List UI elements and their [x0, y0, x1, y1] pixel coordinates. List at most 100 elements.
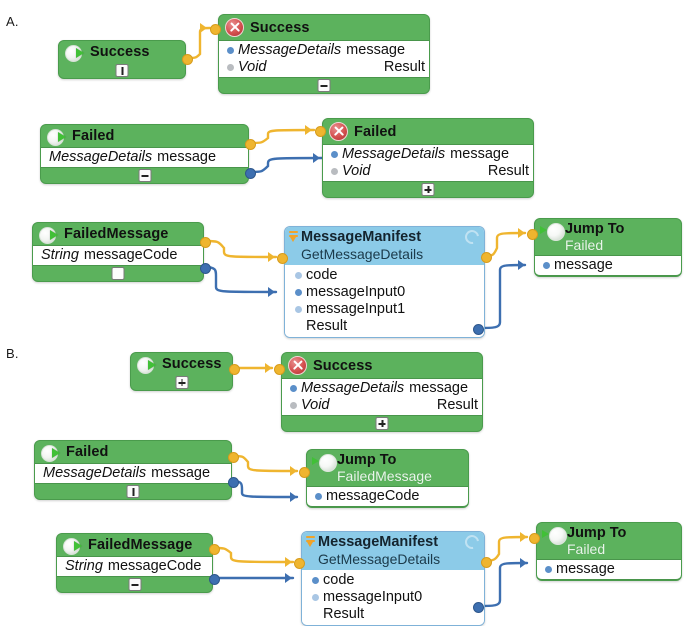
end-event-icon: [329, 122, 348, 141]
node-failed-start-b[interactable]: Failed MessageDetails message: [34, 440, 232, 500]
param-row[interactable]: MessageDetails message: [227, 42, 425, 59]
data-input-arrow: [518, 260, 525, 270]
param-row[interactable]: MessageDetails message: [49, 149, 244, 166]
param-row[interactable]: String messageCode: [41, 247, 199, 264]
data-input-port[interactable]: [331, 151, 338, 158]
param-row[interactable]: Result: [312, 606, 480, 623]
param-row[interactable]: Void Result: [227, 59, 425, 76]
exec-input-port[interactable]: [315, 126, 326, 137]
node-jumpto-failedmessage-b[interactable]: Jump To FailedMessage messageCode: [306, 449, 469, 508]
node-jumpto-failed-b[interactable]: Jump To Failed message: [536, 522, 682, 581]
param-row[interactable]: MessageDetails message: [43, 465, 227, 482]
node-body: messageCode: [307, 486, 468, 507]
exec-output-port[interactable]: [209, 544, 220, 555]
exec-output-port[interactable]: [229, 364, 240, 375]
data-input-port[interactable]: [290, 402, 297, 409]
exec-input-arrow: [290, 466, 297, 476]
node-title: FailedMessage: [64, 226, 169, 242]
exec-output-port[interactable]: [481, 557, 492, 568]
collapse-toggle-button[interactable]: [111, 267, 125, 280]
exec-output-port[interactable]: [245, 139, 256, 150]
exec-output-port[interactable]: [481, 252, 492, 263]
param-row[interactable]: message: [543, 257, 677, 274]
param-row[interactable]: Result: [295, 318, 480, 335]
param-row[interactable]: messageCode: [315, 488, 464, 505]
data-output-port[interactable]: [228, 477, 239, 488]
data-input-port[interactable]: [290, 385, 297, 392]
exec-input-port[interactable]: [210, 24, 221, 35]
data-input-port[interactable]: [543, 262, 550, 269]
node-failedmessage-start-a[interactable]: FailedMessage String messageCode: [32, 222, 204, 282]
collapse-toggle-button[interactable]: [138, 169, 151, 182]
param-row[interactable]: code: [295, 267, 480, 284]
param-name: messageInput0: [323, 589, 423, 605]
node-body: MessageDetails message: [35, 463, 231, 484]
param-row[interactable]: MessageDetails message: [290, 380, 478, 397]
data-input-port[interactable]: [295, 272, 302, 279]
expand-toggle-button[interactable]: [175, 376, 188, 389]
exec-input-port[interactable]: [274, 364, 285, 375]
node-title: Success: [90, 44, 150, 60]
exec-input-port[interactable]: [294, 558, 305, 569]
node-success-start-a[interactable]: Success: [58, 40, 186, 79]
expand-toggle-button[interactable]: [375, 417, 389, 430]
node-header: MessageManifest GetMessageDetails: [285, 227, 484, 265]
param-row[interactable]: messageInput0: [295, 284, 480, 301]
node-title: Failed: [72, 128, 115, 144]
data-input-port[interactable]: [331, 168, 338, 175]
exec-output-port[interactable]: [200, 237, 211, 248]
node-title: Failed: [354, 123, 397, 140]
collapse-toggle-button[interactable]: [317, 79, 331, 92]
node-success-end-a[interactable]: Success MessageDetails message Void Resu…: [218, 14, 430, 94]
node-jumpto-failed-a[interactable]: Jump To Failed message: [534, 218, 682, 277]
exec-input-port[interactable]: [277, 253, 288, 264]
param-type: MessageDetails: [301, 380, 405, 396]
node-messagemanifest-a[interactable]: MessageManifest GetMessageDetails code m…: [284, 226, 485, 338]
data-input-port[interactable]: [227, 47, 234, 54]
node-failed-end-a[interactable]: Failed MessageDetails message Void Resul…: [322, 118, 534, 198]
collapse-toggle-button[interactable]: [126, 485, 140, 498]
node-messagemanifest-b[interactable]: MessageManifest GetMessageDetails code m…: [301, 531, 485, 626]
node-title: Jump To: [337, 452, 397, 468]
jump-to-icon: [542, 527, 567, 545]
param-type: MessageDetails: [49, 149, 153, 165]
param-row[interactable]: messageInput1: [295, 301, 480, 318]
data-input-port[interactable]: [227, 64, 234, 71]
data-input-port[interactable]: [312, 577, 319, 584]
param-row[interactable]: code: [312, 572, 480, 589]
data-input-port[interactable]: [295, 306, 302, 313]
node-success-start-b[interactable]: Success: [130, 352, 233, 391]
exec-output-port[interactable]: [228, 452, 239, 463]
data-input-port[interactable]: [295, 289, 302, 296]
node-success-end-b[interactable]: Success MessageDetails message Void Resu…: [281, 352, 483, 432]
exec-output-port[interactable]: [182, 54, 193, 65]
node-failed-start-a[interactable]: Failed MessageDetails message: [40, 124, 249, 184]
param-row[interactable]: message: [545, 561, 677, 578]
data-output-port[interactable]: [245, 168, 256, 179]
data-output-port[interactable]: [209, 574, 220, 585]
expand-toggle-button[interactable]: [421, 183, 435, 196]
start-event-icon: [39, 226, 61, 244]
data-input-port[interactable]: [312, 594, 319, 601]
exec-input-port[interactable]: [529, 533, 540, 544]
node-footer: [57, 577, 212, 592]
param-row[interactable]: messageInput0: [312, 589, 480, 606]
data-output-port[interactable]: [473, 324, 484, 335]
node-failedmessage-start-b[interactable]: FailedMessage String messageCode: [56, 533, 213, 593]
start-event-icon: [41, 444, 63, 462]
data-input-port[interactable]: [315, 493, 322, 500]
exec-input-port[interactable]: [527, 229, 538, 240]
param-row[interactable]: String messageCode: [65, 558, 208, 575]
node-title: Success: [250, 19, 310, 36]
param-row[interactable]: MessageDetails message: [331, 146, 529, 163]
data-output-port[interactable]: [473, 602, 484, 613]
collapse-toggle-button[interactable]: [115, 64, 129, 77]
param-row[interactable]: Void Result: [290, 397, 478, 414]
collapse-toggle-button[interactable]: [128, 578, 141, 591]
param-row[interactable]: Void Result: [331, 163, 529, 180]
data-output-port[interactable]: [200, 263, 211, 274]
start-event-icon: [137, 356, 159, 374]
data-input-port[interactable]: [545, 566, 552, 573]
exec-input-port[interactable]: [299, 467, 310, 478]
